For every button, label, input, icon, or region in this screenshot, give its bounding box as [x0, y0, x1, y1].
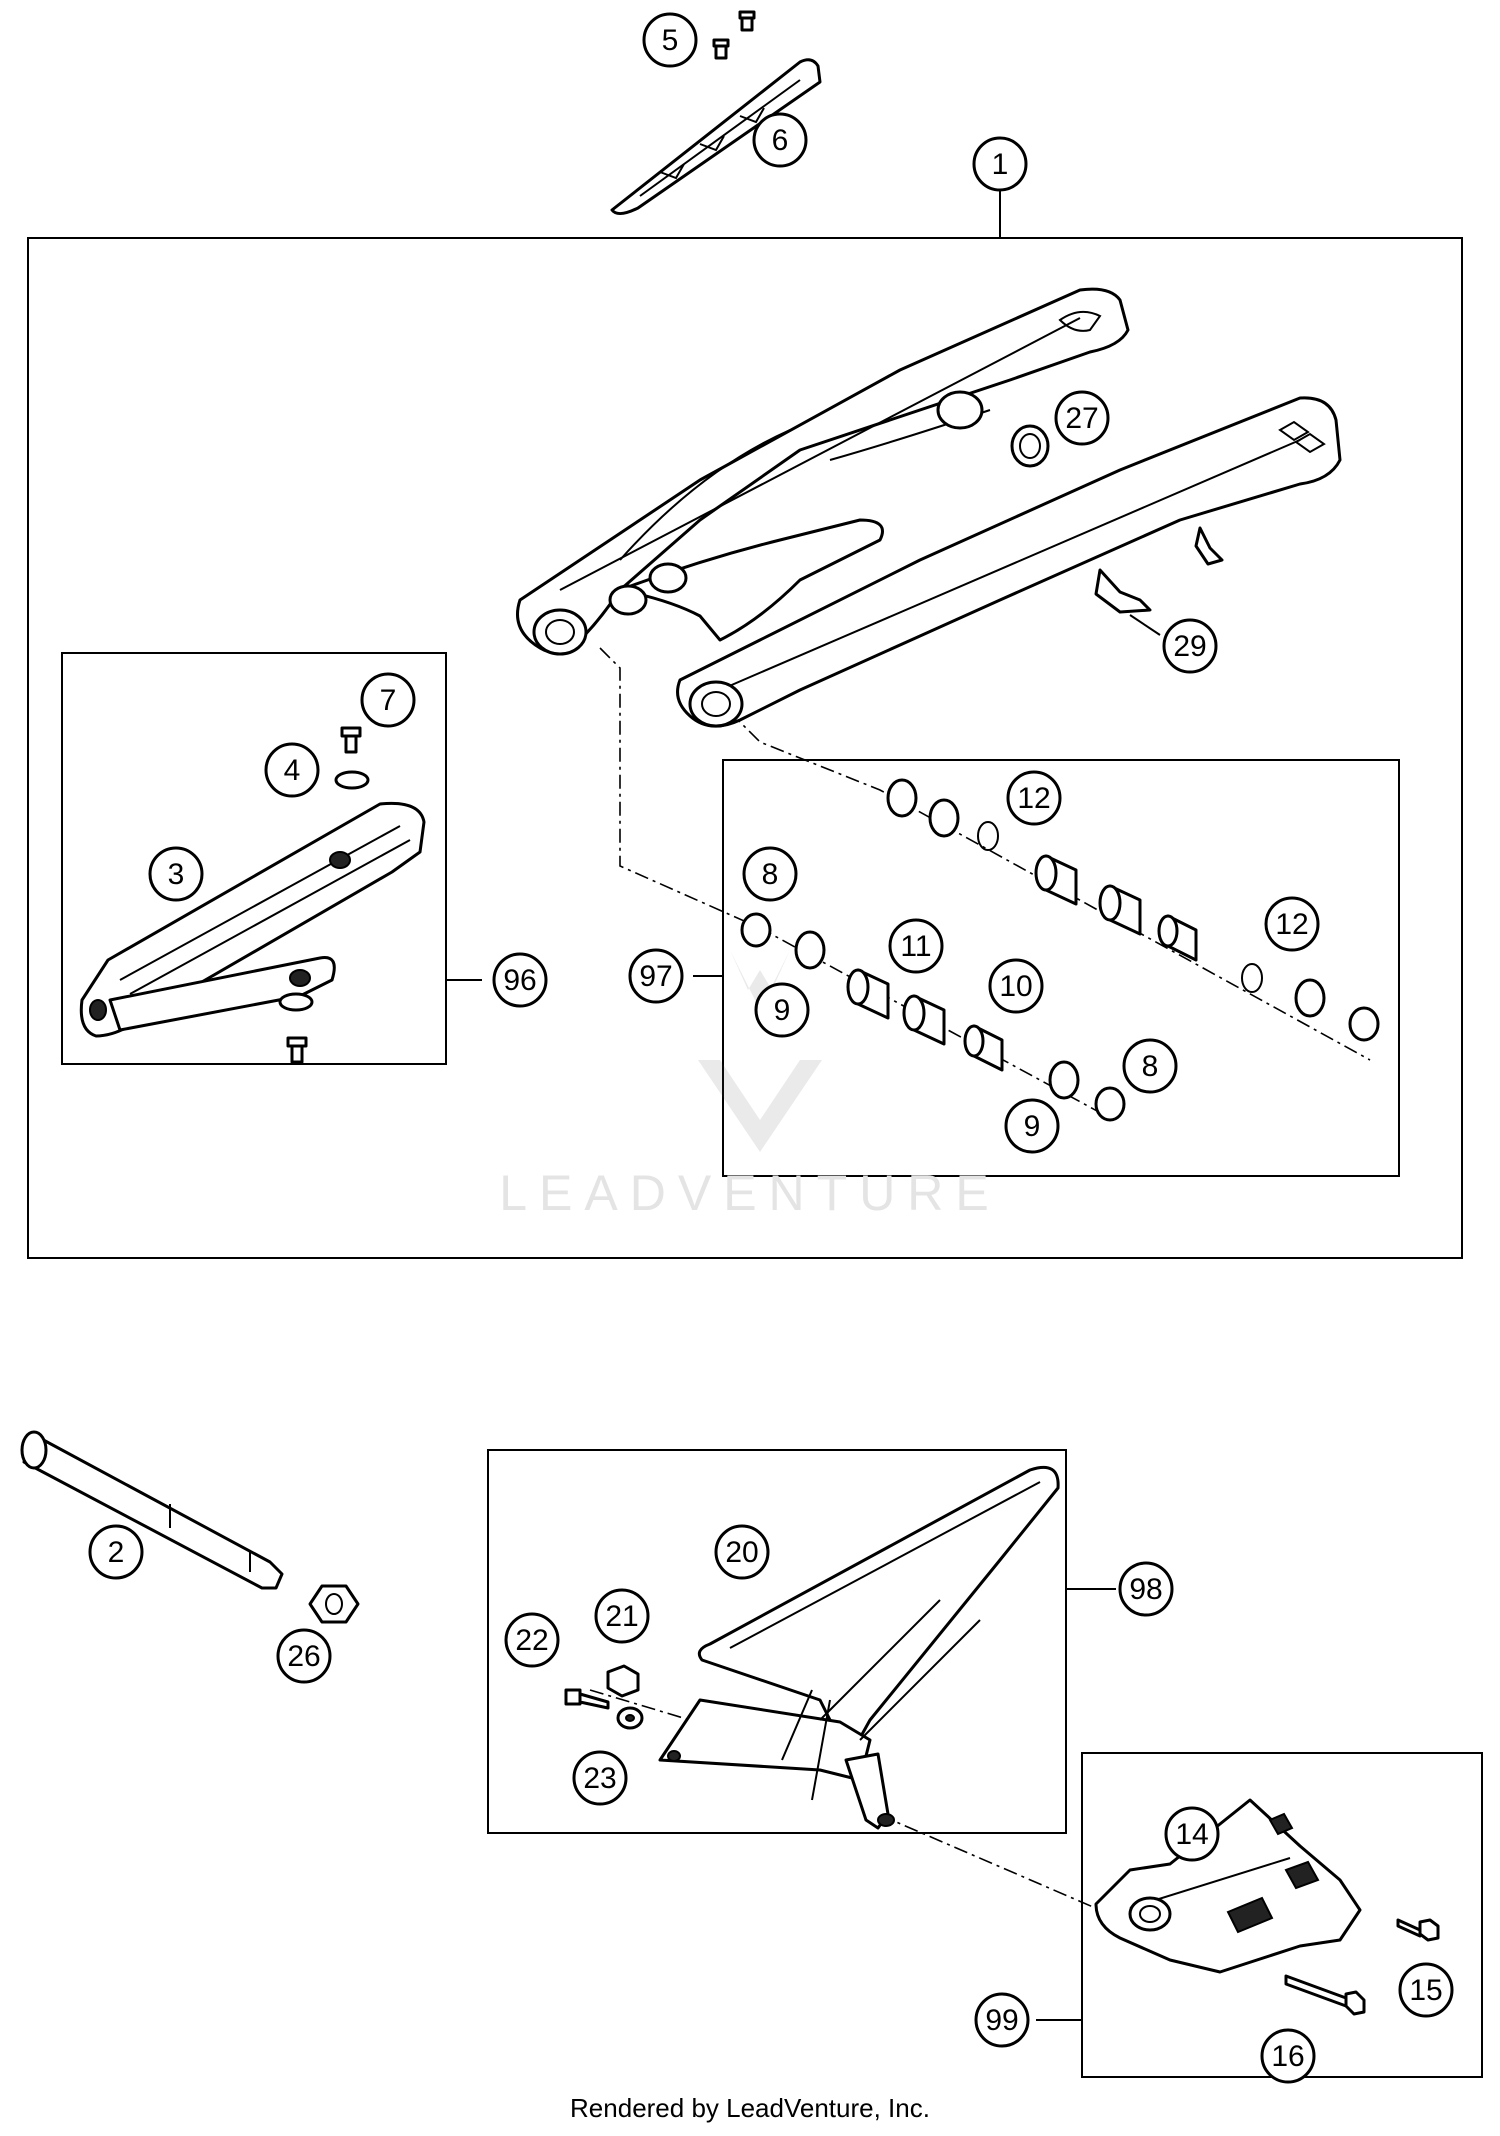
svg-text:9: 9	[1024, 1110, 1041, 1143]
part-5-screws	[712, 10, 756, 60]
group-box-96	[61, 652, 447, 1065]
part-7-screw	[340, 726, 362, 754]
part-27-seal-ring	[1010, 424, 1050, 468]
callout-96: 96	[492, 952, 548, 1008]
callout-9-bottom: 9	[1004, 1098, 1060, 1154]
callout-97: 97	[628, 948, 684, 1004]
svg-text:22: 22	[515, 1624, 548, 1657]
part-26-axle-nut	[308, 1584, 360, 1624]
svg-text:1: 1	[992, 148, 1009, 181]
callout-22: 22	[504, 1612, 560, 1668]
group-box-97	[722, 759, 1400, 1177]
callout-20: 20	[714, 1524, 770, 1580]
svg-text:98: 98	[1129, 1573, 1162, 1606]
watermark-text: LEADVENTURE	[499, 1165, 1001, 1221]
part-15-bolt	[1396, 1918, 1440, 1942]
callout-9-top: 9	[754, 982, 810, 1038]
svg-text:96: 96	[503, 964, 536, 997]
svg-text:11: 11	[900, 930, 931, 963]
svg-text:9: 9	[774, 994, 791, 1027]
svg-text:97: 97	[639, 960, 672, 993]
svg-text:12: 12	[1017, 782, 1050, 815]
svg-text:7: 7	[380, 684, 397, 717]
leader-29	[1129, 614, 1161, 636]
callout-1: 1	[972, 136, 1028, 192]
part-22-bolt	[564, 1688, 610, 1710]
svg-text:3: 3	[168, 858, 185, 891]
svg-text:14: 14	[1175, 1818, 1208, 1851]
part-16-bolt	[1284, 1974, 1366, 2016]
footer-credit: Rendered by LeadVenture, Inc.	[570, 2093, 930, 2123]
callout-15: 15	[1398, 1962, 1454, 2018]
svg-text:5: 5	[662, 24, 679, 57]
part-20-chain-guard	[658, 1465, 1060, 1830]
part-6-chain-slider-guard	[610, 10, 822, 215]
callout-11: 11	[888, 918, 944, 974]
svg-text:2: 2	[108, 1536, 125, 1569]
group-box-1	[27, 237, 1463, 1259]
svg-text:12: 12	[1275, 908, 1308, 941]
callout-6: 6	[752, 112, 808, 168]
callout-12-bottom: 12	[1264, 896, 1320, 952]
axis-line-left-pivot	[599, 647, 1111, 1119]
callout-2: 2	[88, 1524, 144, 1580]
callout-7: 7	[360, 672, 416, 728]
part-4-washer	[334, 770, 370, 790]
svg-text:23: 23	[583, 1762, 616, 1795]
svg-text:27: 27	[1065, 402, 1098, 435]
svg-text:16: 16	[1271, 2040, 1304, 2073]
callout-26: 26	[276, 1628, 332, 1684]
svg-text:10: 10	[999, 970, 1032, 1003]
callout-12-top: 12	[1006, 770, 1062, 826]
callout-3: 3	[148, 846, 204, 902]
callout-4: 4	[264, 742, 320, 798]
group-box-98	[487, 1449, 1067, 1834]
callout-99: 99	[974, 1992, 1030, 2048]
svg-text:15: 15	[1409, 1974, 1442, 2007]
callout-10: 10	[988, 958, 1044, 1014]
svg-text:26: 26	[287, 1640, 320, 1673]
svg-text:6: 6	[772, 124, 789, 157]
axis-line-bolt-22	[589, 1689, 691, 1721]
svg-text:21: 21	[605, 1600, 638, 1633]
callout-27: 27	[1054, 390, 1110, 446]
svg-text:8: 8	[762, 858, 779, 891]
callout-8-top: 8	[742, 846, 798, 902]
callout-8-bottom: 8	[1122, 1038, 1178, 1094]
watermark-logo	[698, 950, 822, 1152]
callout-98: 98	[1118, 1561, 1174, 1617]
callout-16: 16	[1260, 2028, 1316, 2084]
callout-23: 23	[572, 1750, 628, 1806]
svg-text:4: 4	[284, 754, 301, 787]
callout-5: 5	[642, 12, 698, 68]
part-1-swingarm	[516, 287, 1342, 728]
part-21-nut	[606, 1664, 640, 1698]
part-23-washer	[616, 1706, 644, 1730]
svg-text:20: 20	[725, 1536, 758, 1569]
part-2-axle	[20, 1430, 284, 1590]
axis-line-guide	[879, 1814, 1101, 1911]
svg-text:99: 99	[985, 2004, 1018, 2037]
callout-21: 21	[594, 1588, 650, 1644]
bearing-set	[740, 778, 1380, 1122]
callout-29: 29	[1162, 618, 1218, 674]
part-3-chain-slider	[79, 726, 426, 1064]
part-14-chain-guide	[1094, 1798, 1362, 1974]
svg-text:8: 8	[1142, 1050, 1159, 1083]
callout-14: 14	[1164, 1806, 1220, 1862]
svg-text:29: 29	[1173, 630, 1206, 663]
